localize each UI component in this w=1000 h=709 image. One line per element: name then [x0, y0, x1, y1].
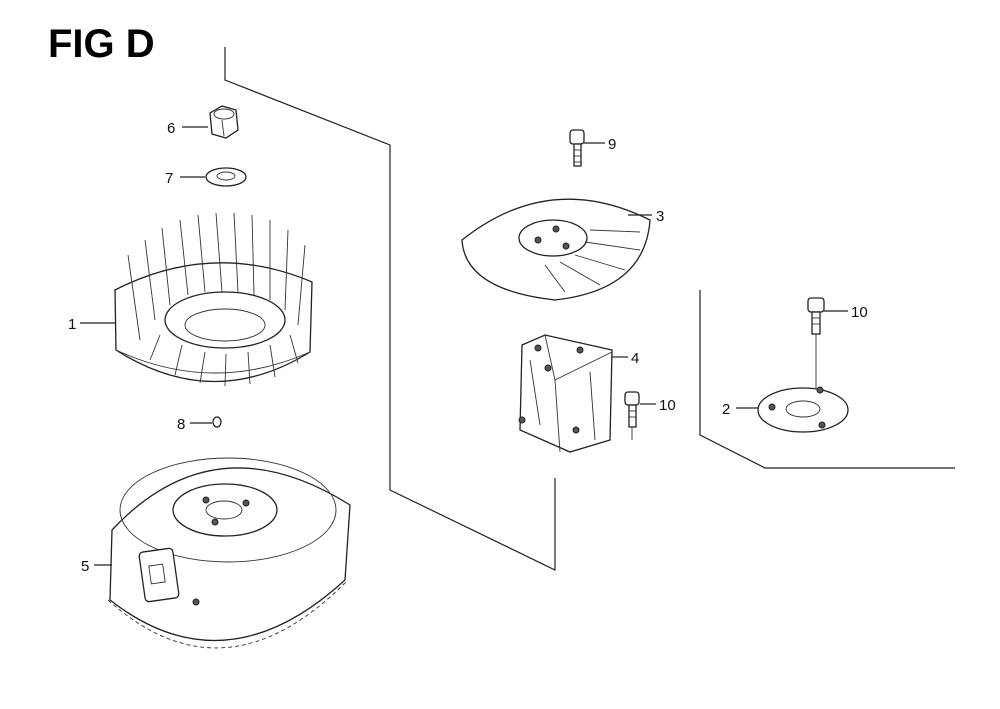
- figure-title: FIG D: [48, 22, 155, 66]
- callout-labels: 6 7 1 8 5 9 3 4 10 10 2: [68, 120, 868, 575]
- part-3-disc-plate: [461, 198, 651, 301]
- part-6-nut: [209, 105, 239, 139]
- bracket-line-right: [699, 290, 955, 469]
- part-2-plate: [757, 386, 849, 433]
- callout-9: 9: [608, 136, 616, 153]
- callout-8: 8: [177, 416, 185, 433]
- bracket-line-center: [224, 47, 556, 571]
- part-10-bolt-right: [807, 297, 825, 388]
- part-5-flywheel: [107, 457, 351, 649]
- callout-10-right: 10: [851, 304, 868, 321]
- part-4-bracket: [518, 334, 613, 453]
- part-1-cooling-fan: [114, 212, 313, 387]
- part-7-washer: [205, 167, 247, 187]
- part-8-key: [212, 416, 222, 428]
- callout-2: 2: [722, 401, 730, 418]
- callout-10-center: 10: [659, 397, 676, 414]
- callout-5: 5: [81, 558, 89, 575]
- group-bracket-lines: [224, 47, 955, 571]
- callout-1: 1: [68, 316, 76, 333]
- callout-4: 4: [631, 350, 639, 367]
- callout-6: 6: [167, 120, 175, 137]
- callout-7: 7: [165, 170, 173, 187]
- part-9-bolt: [569, 129, 585, 167]
- part-10-bolt-center: [624, 391, 640, 440]
- callout-3: 3: [656, 208, 664, 225]
- leader-lines: [80, 126, 848, 566]
